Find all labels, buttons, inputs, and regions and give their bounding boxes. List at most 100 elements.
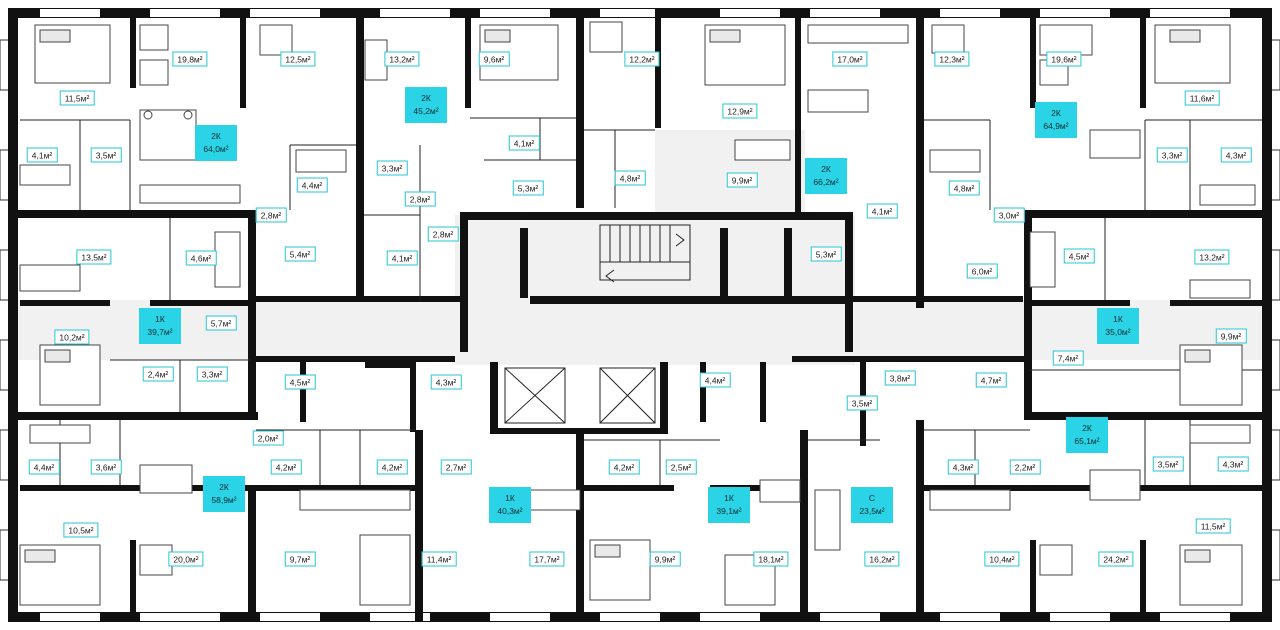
room-area: 4,7м² [975,372,1007,388]
room-area: 9,9м² [1215,328,1247,344]
apartment-area: 66,2м² [813,177,839,187]
apartment-type: 1К [505,493,515,503]
apartment-label: 2К 64,9м² [1035,102,1077,138]
room-area: 24,2м² [1098,551,1134,567]
interior-walls [8,8,1270,622]
elevator-shafts [504,367,656,424]
apartment-area: 39,7м² [147,327,173,337]
room-area: 2,2м² [1009,459,1041,475]
room-area: 5,4м² [284,246,316,262]
apartment-label: 1К 35,0м² [1097,308,1139,344]
apartment-type: С [868,493,876,503]
room-area: 3,3м² [376,160,408,176]
room-area: 4,5м² [1063,248,1095,264]
room-area: 4,4м² [28,459,60,475]
apartment-area: 45,2м² [413,106,439,116]
apartment-area: 64,9м² [1043,121,1069,131]
room-area: 3,0м² [993,207,1025,223]
apartment-label: 1К 40,3м² [489,487,531,523]
apartment-area: 23,5м² [859,506,885,516]
room-area: 3,8м² [884,370,916,386]
room-area: 4,3м² [1220,147,1252,163]
room-area: 10,5м² [63,522,99,538]
room-area: 4,4м² [296,177,328,193]
room-area: 3,3м² [1156,147,1188,163]
room-area: 6,0м² [966,263,998,279]
outer-walls [8,8,1272,622]
room-area: 13,5м² [76,249,112,265]
room-area: 11,6м² [1184,90,1220,106]
room-area: 20,0м² [168,551,204,567]
room-area: 16,2м² [864,551,900,567]
room-area: 5,3м² [810,246,842,262]
apartment-label: 2К 45,2м² [405,87,447,123]
room-area: 10,4м² [984,551,1020,567]
room-area: 3,6м² [90,459,122,475]
room-area: 4,2м² [376,459,408,475]
room-area: 4,8м² [614,170,646,186]
room-area: 2,5м² [665,459,697,475]
room-area: 4,4м² [699,372,731,388]
furniture [19,21,1256,606]
room-area: 4,3м² [430,374,462,390]
room-area: 11,5м² [1195,518,1231,534]
apartment-label: 2К 58,9м² [203,476,245,512]
room-area: 4,1м² [508,135,540,151]
room-area: 2,8м² [255,207,287,223]
apartment-type: 2К [421,93,431,103]
room-area: 19,6м² [1046,51,1082,67]
room-area: 12,2м² [624,51,660,67]
room-area: 4,1м² [866,203,898,219]
room-area: 2,8м² [404,191,436,207]
room-area: 2,4м² [142,366,174,382]
room-area: 4,2м² [608,459,640,475]
room-area: 3,5м² [1152,456,1184,472]
apartment-type: 2К [219,482,229,492]
room-area: 4,3м² [947,459,979,475]
room-area: 4,1м² [26,147,58,163]
room-area: 2,8м² [427,226,459,242]
partitions [20,117,1262,485]
apartment-area: 58,9м² [211,495,237,505]
room-area: 3,5м² [90,147,122,163]
room-area: 4,6м² [185,250,217,266]
room-area: 12,9м² [722,103,758,119]
apartment-area: 39,1м² [716,506,742,516]
room-area: 11,5м² [59,90,95,106]
room-area: 12,3м² [934,51,970,67]
room-area: 4,3м² [1217,456,1249,472]
room-area: 7,4м² [1052,350,1084,366]
room-area: 17,0м² [832,51,868,67]
room-area: 9,9м² [726,172,758,188]
room-area: 13,2м² [384,51,420,67]
room-area: 3,5м² [846,395,878,411]
room-area: 19,8м² [172,51,208,67]
apartment-label: 2К 66,2м² [805,158,847,194]
room-area: 17,7м² [529,551,565,567]
room-area: 2,7м² [440,459,472,475]
room-area: 10,2м² [54,329,90,345]
room-area: 5,3м² [512,180,544,196]
room-area: 4,8м² [948,180,980,196]
room-area: 4,2м² [270,459,302,475]
apartment-type: 2К [821,164,831,174]
room-area: 5,7м² [205,315,237,331]
room-area: 18,1м² [753,551,789,567]
room-area: 9,7м² [284,551,316,567]
apartment-type: 2К [1051,108,1061,118]
room-area: 4,5м² [284,374,316,390]
room-area: 11,4м² [421,551,457,567]
apartment-type: 2К [1082,423,1092,433]
room-area: 12,5м² [280,51,316,67]
room-area: 13,2м² [1194,249,1230,265]
apartment-type: 1К [1113,314,1123,324]
apartment-area: 35,0м² [1105,327,1131,337]
room-area: 2,0м² [252,430,284,446]
apartment-area: 40,3м² [497,506,523,516]
